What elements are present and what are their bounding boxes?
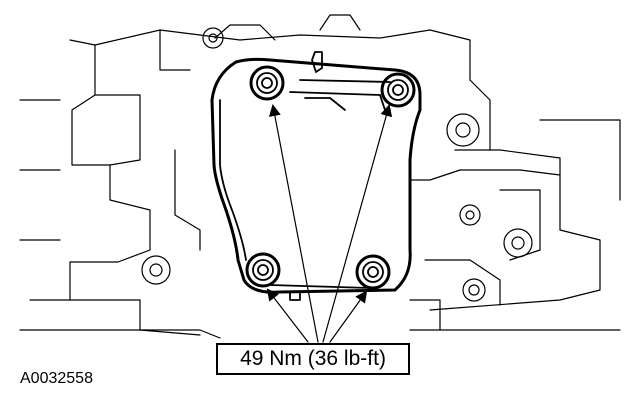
bolt-icon	[249, 65, 285, 101]
torque-callout: 49 Nm (36 lb-ft)	[216, 343, 410, 375]
torque-label: 49 Nm (36 lb-ft)	[240, 347, 386, 370]
bolt-icon	[355, 254, 391, 290]
bolt-icon	[245, 252, 281, 288]
engine-block-linework	[19, 14, 621, 339]
arrow-icon	[266, 104, 393, 343]
bolt-icon	[380, 72, 416, 108]
figure-id: A0032558	[20, 370, 93, 387]
cover-plate	[210, 51, 422, 301]
